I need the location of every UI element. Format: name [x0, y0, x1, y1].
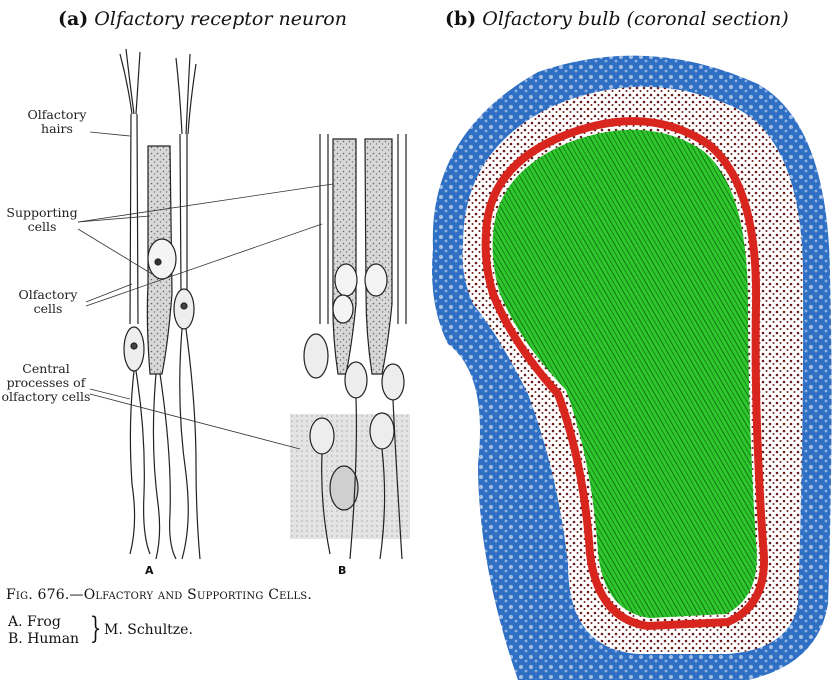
- label-olfactory-cells: Olfactory cells: [10, 288, 86, 316]
- panel-b-title: Olfactory bulb (coronal section): [482, 8, 788, 30]
- legend-human: B. Human: [8, 631, 79, 648]
- panel-b-caption: (b) Olfactory bulb (coronal section): [445, 8, 789, 30]
- frog-column: [120, 49, 200, 559]
- label-olfactory-hairs: Olfactory hairs: [12, 108, 102, 136]
- olfactory-bulb-image: [418, 44, 839, 683]
- figure-legend: A. Frog B. Human } M. Schultze.: [8, 614, 79, 648]
- leader-lines: [78, 132, 333, 449]
- panel-b-tag: (b): [445, 8, 476, 30]
- legend-attribution: M. Schultze.: [104, 622, 193, 639]
- panel-a-title: Olfactory receptor neuron: [94, 8, 347, 30]
- figure-caption: Fig. 676.—Olfactory and Supporting Cells…: [6, 587, 312, 603]
- panel-a-tag: (a): [58, 8, 88, 30]
- olfactory-cells-illustration: Olfactory hairs Supporting cells Olfacto…: [0, 44, 425, 683]
- legend-frog: A. Frog: [8, 614, 79, 631]
- legend-brace: }: [90, 612, 101, 646]
- column-letter-b: B: [338, 564, 346, 577]
- figure-caption-text: Fig. 676.—Olfactory and Supporting Cells…: [6, 587, 312, 603]
- olfactory-bulb-drawing: [418, 44, 839, 683]
- label-central-processes: Central processes of olfactory cells: [0, 362, 92, 404]
- column-letter-a: A: [145, 564, 154, 577]
- human-column: [290, 134, 410, 559]
- label-supporting-cells: Supporting cells: [4, 206, 80, 234]
- panel-a-caption: (a) Olfactory receptor neuron: [58, 8, 347, 30]
